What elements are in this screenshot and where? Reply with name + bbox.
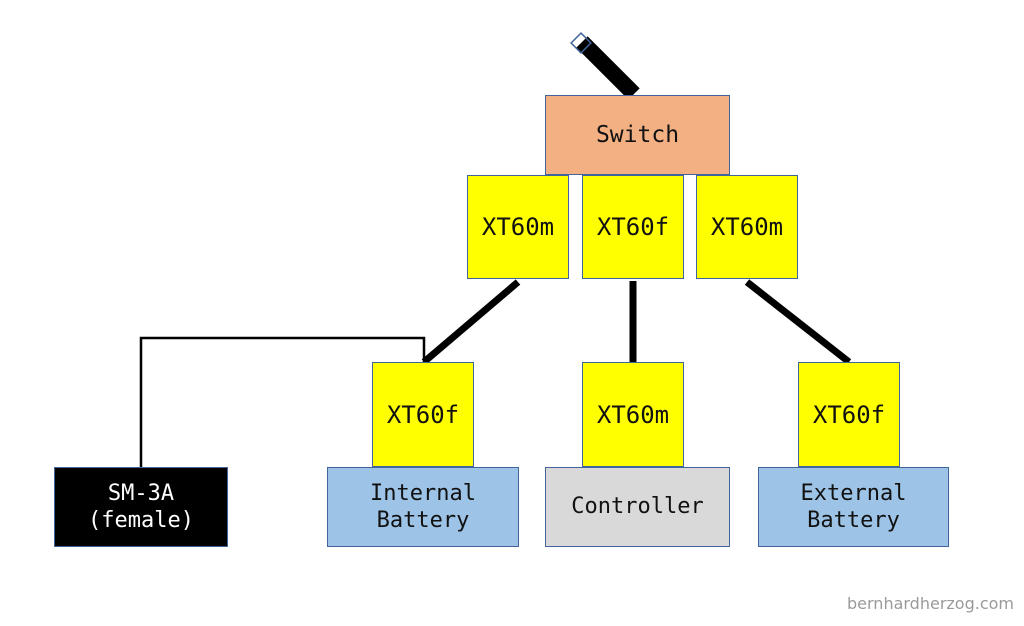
site-credit: bernhardherzog.com	[847, 594, 1014, 613]
top-connector-left: XT60m	[467, 175, 569, 279]
switch-label: Switch	[595, 121, 680, 148]
internal-battery-label: Internal Battery	[370, 480, 476, 534]
external-battery-box: External Battery	[758, 467, 949, 547]
switch-lever	[576, 36, 640, 100]
cable-internal	[421, 279, 521, 365]
controller-box: Controller	[545, 467, 730, 547]
cable-external	[744, 279, 852, 365]
sm3a-label: SM-3A (female)	[88, 480, 194, 534]
bottom-connector-internal-label: XT60f	[386, 400, 460, 429]
internal-battery-box: Internal Battery	[327, 467, 519, 547]
controller-label: Controller	[571, 494, 704, 520]
bottom-connector-controller: XT60m	[582, 362, 684, 467]
bottom-connector-external-label: XT60f	[812, 400, 886, 429]
top-connector-right-label: XT60m	[710, 213, 784, 241]
top-connector-middle-label: XT60f	[596, 213, 670, 241]
top-connector-left-label: XT60m	[481, 213, 555, 241]
top-connector-right: XT60m	[696, 175, 798, 279]
top-connector-middle: XT60f	[582, 175, 684, 279]
external-battery-label: External Battery	[800, 480, 907, 534]
switch-box: Switch	[545, 95, 730, 175]
bottom-connector-external: XT60f	[798, 362, 900, 467]
bottom-connector-internal: XT60f	[372, 362, 474, 467]
cable-sm3a	[139, 336, 426, 467]
sm3a-box: SM-3A (female)	[54, 467, 228, 547]
bottom-connector-controller-label: XT60m	[596, 400, 670, 429]
switch-lever-tip	[570, 32, 592, 54]
